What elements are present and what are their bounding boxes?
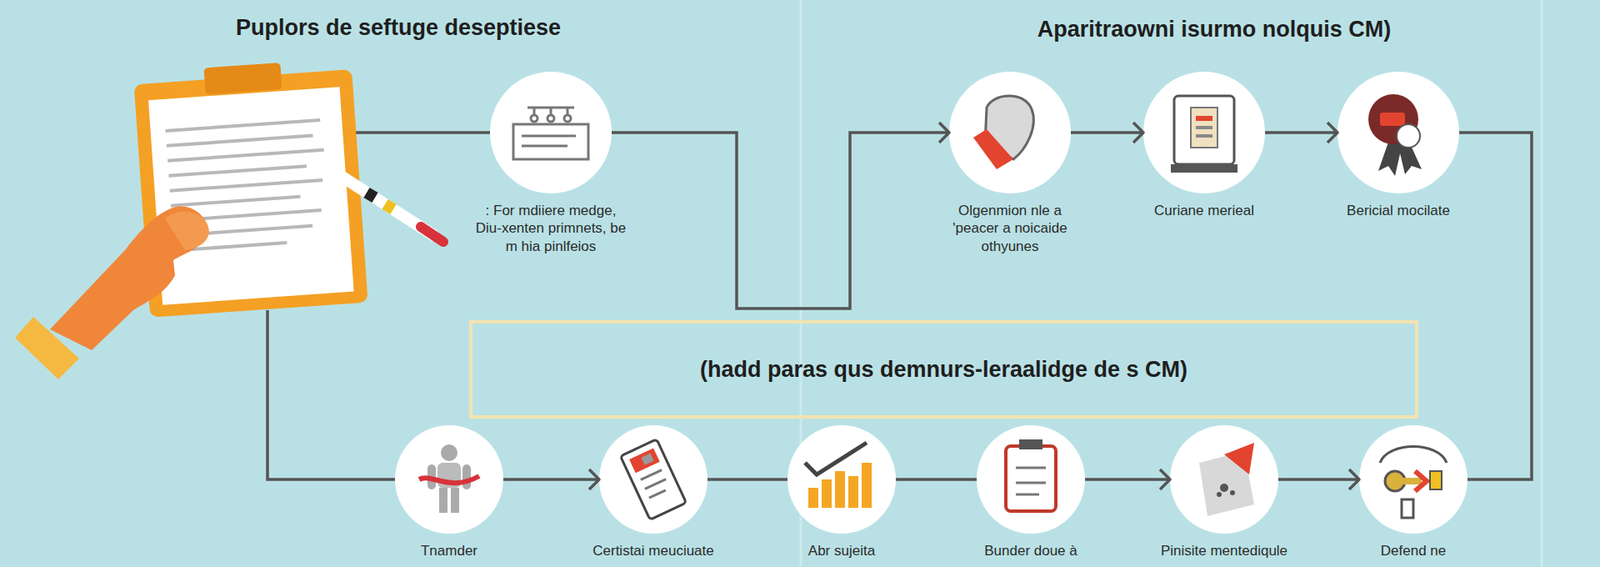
clipboard-icon [1005, 439, 1056, 511]
step-label: Pinisite mentediqule [1136, 541, 1312, 560]
hand [15, 206, 210, 380]
connector-line [1278, 477, 1360, 481]
connector [611, 122, 950, 309]
shoe-icon [973, 95, 1034, 170]
connector [1070, 122, 1144, 143]
step-label: Defend ne [1330, 541, 1497, 560]
step-label: Olgenmion nle a 'peacer a noicaide othyu… [939, 201, 1081, 255]
arrowhead [1349, 469, 1360, 490]
connector-line [1070, 130, 1144, 135]
connector [1459, 132, 1532, 480]
icon-circle: Pinisite mentediqule [1170, 425, 1279, 534]
icon-circle: Bericial mocilate [1337, 71, 1460, 194]
step-label: Bunder doue à [947, 541, 1115, 560]
connector-line [1085, 477, 1170, 481]
device-icon [1170, 95, 1238, 173]
step-label: Bericial mocilate [1315, 201, 1482, 220]
connector-line [1265, 130, 1338, 135]
figure-icon [419, 444, 480, 513]
heading-band: (hadd paras qus demnurs-leraalidge de s … [469, 320, 1419, 419]
section-title: Aparitraowni isurmo nolquis CM) [1037, 16, 1392, 43]
step-label: Abr sujeita [758, 541, 925, 560]
connector [895, 479, 977, 480]
connector-line [707, 477, 788, 481]
connector [1085, 469, 1170, 490]
icon-circle: Certistai meuciuate [599, 425, 708, 534]
diagram-title: Puplors de seftuge deseptiese [235, 15, 561, 41]
connector-line [503, 477, 600, 481]
arrowhead [1327, 122, 1338, 143]
icon-circle: : For mdiiere medge, Diu-xenten primnets… [490, 71, 612, 194]
circle-ground [395, 71, 1468, 534]
chart-icon [805, 442, 872, 508]
tag-icon [1199, 442, 1255, 516]
marker-pen [329, 168, 444, 242]
connector-line [895, 477, 977, 481]
icon-circle: Tnamder [395, 425, 504, 534]
icon-circle: Defend ne [1359, 425, 1468, 534]
step-label: Curiane merieal [1120, 201, 1288, 220]
band-heading: (hadd paras qus demnurs-leraalidge de s … [472, 356, 1415, 383]
icon-circle: Abr sujeita [787, 425, 896, 534]
icon-circle: Curiane merieal [1143, 71, 1265, 194]
arrowhead [589, 469, 600, 490]
connector-line [1459, 132, 1532, 480]
connector [1265, 122, 1338, 143]
connector [503, 469, 600, 490]
connector [707, 479, 788, 480]
step-label: Certistai meuciuate [565, 541, 741, 560]
arrowhead [1160, 469, 1170, 490]
connector-line [611, 132, 950, 309]
step-label: Tnamder [361, 541, 537, 560]
card-icon [620, 439, 686, 520]
icon-circle: Bunder doue à [976, 425, 1085, 534]
lock-icon [1380, 446, 1447, 519]
board-icon [513, 107, 589, 160]
icon-circle: Olgenmion nle a 'peacer a noicaide othyu… [949, 71, 1071, 194]
step-label: : For mdiiere medge, Diu-xenten primnets… [471, 201, 630, 255]
divider [1540, 0, 1544, 567]
badge-icon [1368, 94, 1422, 176]
connector [1278, 469, 1360, 490]
arrowhead [1133, 122, 1144, 143]
arrowhead [939, 122, 950, 143]
